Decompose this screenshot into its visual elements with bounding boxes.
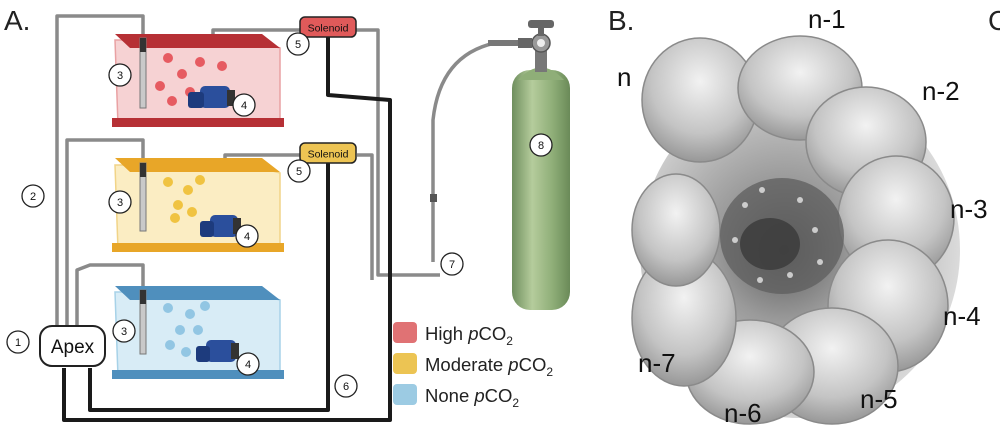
- marker-3a: 3: [108, 63, 132, 87]
- black-lines: [62, 35, 392, 422]
- legend-rest: CO: [485, 385, 513, 406]
- legend-label: High: [425, 323, 468, 344]
- marker-5b: 5: [287, 159, 311, 183]
- pumps: [188, 86, 241, 362]
- marker-2: 2: [21, 184, 45, 208]
- marker-1-label: 1: [15, 337, 21, 349]
- chamber-label-n-6: n-6: [724, 398, 762, 428]
- marker-1: 1: [6, 330, 30, 354]
- chamber-label-n-7: n-7: [638, 348, 676, 378]
- marker-7-label: 7: [449, 259, 455, 271]
- marker-6: 6: [334, 374, 358, 398]
- marker-8-label: 8: [538, 140, 544, 152]
- legend-rest: CO: [479, 323, 507, 344]
- legend-rest: CO: [519, 354, 547, 375]
- legend-sub: 2: [512, 396, 519, 410]
- tank-high: [112, 34, 284, 127]
- chamber-label-n-1: n-1: [808, 4, 846, 34]
- co2-cylinder: [430, 20, 570, 310]
- marker-7: 7: [440, 252, 464, 276]
- marker-5-label: 5: [295, 39, 301, 51]
- panel-a-label: A.: [4, 5, 30, 36]
- marker-3-label: 3: [117, 197, 123, 209]
- marker-3-label: 3: [121, 326, 127, 338]
- legend-italic: p: [473, 385, 484, 406]
- panel-c-label: C: [988, 5, 1000, 36]
- svg-text:Moderate pCO2: Moderate pCO2: [425, 354, 553, 379]
- chamber-label-n-5: n-5: [860, 384, 898, 414]
- legend-sub: 2: [506, 334, 513, 348]
- legend-italic: p: [467, 323, 478, 344]
- legend-item-moderate: Moderate pCO2: [393, 353, 553, 379]
- legend-label: Moderate: [425, 354, 508, 375]
- solenoid-label: Solenoid: [308, 23, 349, 35]
- panel-b-label: B.: [608, 5, 634, 36]
- marker-4-label: 4: [241, 100, 247, 112]
- legend-item-none: None pCO2: [393, 384, 519, 410]
- marker-4a: 4: [232, 93, 256, 117]
- chamber-label-n: n: [617, 62, 631, 92]
- svg-text:None pCO2: None pCO2: [425, 385, 519, 410]
- marker-6-label: 6: [343, 381, 349, 393]
- markers: 1 2 3 3 3 4 4 4 5 5 6 7 8: [6, 32, 553, 398]
- marker-2-label: 2: [30, 191, 36, 203]
- marker-3c: 3: [112, 319, 136, 343]
- legend-item-high: High pCO2: [393, 322, 513, 348]
- chamber-label-n-4: n-4: [943, 301, 981, 331]
- marker-4-label: 4: [244, 231, 250, 243]
- marker-4-label: 4: [245, 359, 251, 371]
- solenoid-high: Solenoid: [299, 16, 357, 38]
- legend: High pCO2 Moderate pCO2 None pCO2: [393, 322, 553, 410]
- chamber-label-n-3: n-3: [950, 194, 988, 224]
- marker-3-label: 3: [117, 70, 123, 82]
- legend-label: None: [425, 385, 474, 406]
- apex-label: Apex: [51, 337, 95, 358]
- marker-5-label: 5: [296, 166, 302, 178]
- marker-3b: 3: [108, 190, 132, 214]
- foraminifera-shell: [631, 35, 960, 425]
- svg-text:High pCO2: High pCO2: [425, 323, 513, 348]
- marker-4b: 4: [235, 224, 259, 248]
- solenoid-label: Solenoid: [308, 149, 349, 161]
- chamber-label-n-2: n-2: [922, 76, 960, 106]
- chamber-labels: n n-1 n-2 n-3 n-4 n-5 n-6 n-7: [617, 4, 988, 428]
- marker-5a: 5: [286, 32, 310, 56]
- solenoid-moderate: Solenoid: [299, 142, 357, 164]
- legend-italic: p: [507, 354, 518, 375]
- apex-controller: Apex: [39, 325, 106, 367]
- marker-4c: 4: [236, 352, 260, 376]
- probes: [139, 37, 147, 355]
- legend-sub: 2: [546, 365, 553, 379]
- marker-8: 8: [529, 133, 553, 157]
